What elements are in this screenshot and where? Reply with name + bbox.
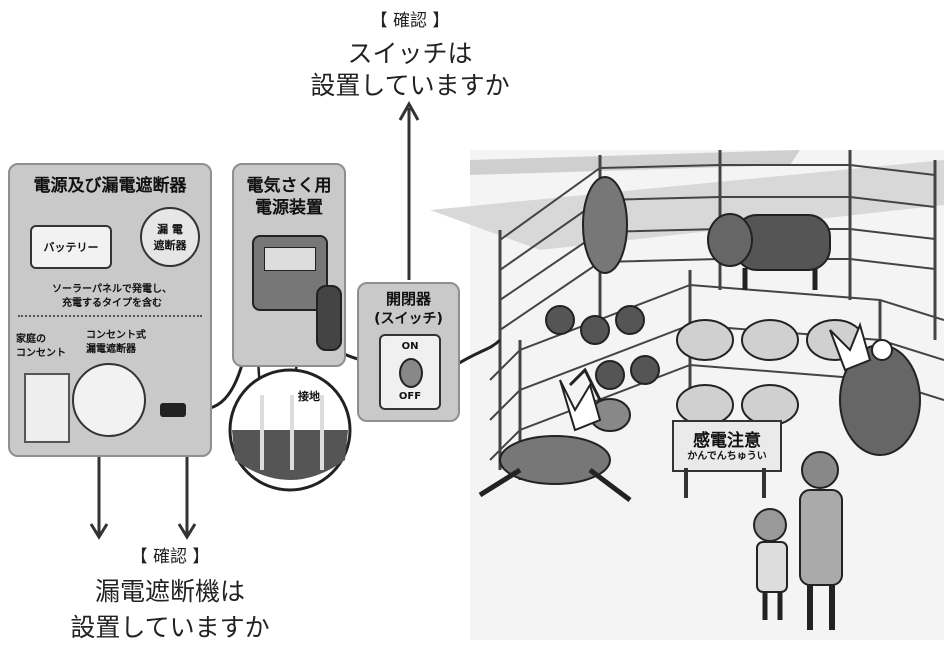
switch-title-2: (スイッチ) — [374, 311, 443, 327]
shock-sparks — [559, 321, 872, 432]
power-unit-handle — [316, 285, 342, 351]
plug-icon — [160, 403, 186, 417]
switch-arrow — [398, 100, 420, 280]
panel-divider — [18, 315, 202, 317]
breaker-label-2: 遮断器 — [153, 239, 187, 252]
outlet-label-1: 家庭の — [16, 334, 46, 345]
breaker-panel-title: 電源及び漏電遮断器 — [33, 176, 187, 196]
outlet-label-2: コンセント — [16, 348, 66, 359]
warning-sign-post — [684, 468, 688, 498]
switch-on-label: ON — [401, 341, 419, 352]
breaker-panel: 電源及び漏電遮断器 バッテリー 漏 電 遮断器 ソーラーパネルで発電し、 充電す… — [8, 163, 212, 457]
power-unit-panel: 電気さく用 電源装置 — [232, 163, 346, 367]
power-unit-display — [264, 247, 316, 271]
bottom-confirm-tag: 【 確認 】 — [130, 547, 210, 567]
outlet-breaker-device — [72, 363, 146, 437]
solar-note-1: ソーラーパネルで発電し、 — [52, 284, 172, 295]
people-illustration — [753, 451, 843, 630]
breaker-label-1: 漏 電 — [157, 223, 183, 236]
solar-note-2: 充電するタイプを含む — [62, 298, 162, 309]
ground-rod-circle — [228, 368, 352, 492]
power-unit-device — [252, 235, 328, 311]
warning-sign-post — [762, 468, 766, 498]
wall-outlet — [24, 373, 70, 443]
boar-illustration — [839, 339, 921, 456]
breaker-device: 漏 電 遮断器 — [140, 207, 200, 267]
warning-sign-reading: かんでんちゅうい — [687, 451, 767, 462]
top-question-line2: 設置していますか — [310, 71, 510, 100]
outlet-breaker-label-1: コンセント式 — [86, 330, 146, 341]
switch-toggle[interactable] — [399, 358, 423, 388]
warning-sign-title: 感電注意 — [693, 431, 761, 451]
warning-sign: 感電注意 かんでんちゅうい — [672, 420, 782, 472]
battery-label: バッテリー — [43, 241, 99, 254]
outlet-breaker-label-2: 漏電遮断器 — [86, 344, 136, 355]
crop-plants — [545, 176, 660, 390]
power-unit-title-2: 電源装置 — [255, 198, 323, 218]
battery-box: バッテリー — [30, 225, 112, 269]
fence-wire — [455, 338, 502, 367]
switch-panel: 開閉器 (スイッチ) ON OFF — [357, 282, 460, 422]
switch-off-label: OFF — [398, 391, 422, 402]
ground-label: 接地 — [298, 390, 320, 403]
power-unit-title-1: 電気さく用 — [246, 176, 332, 196]
top-confirm-tag: 【 確認 】 — [370, 11, 450, 31]
bottom-question-line1: 漏電遮断機は — [94, 577, 245, 606]
deer-illustration — [478, 367, 632, 502]
top-question-line1: スイッチは — [347, 39, 473, 68]
switch-device[interactable]: ON OFF — [379, 334, 441, 410]
bottom-question-line2: 設置していますか — [70, 613, 270, 642]
switch-title-1: 開閉器 — [385, 290, 431, 308]
cow-illustration — [707, 213, 831, 290]
